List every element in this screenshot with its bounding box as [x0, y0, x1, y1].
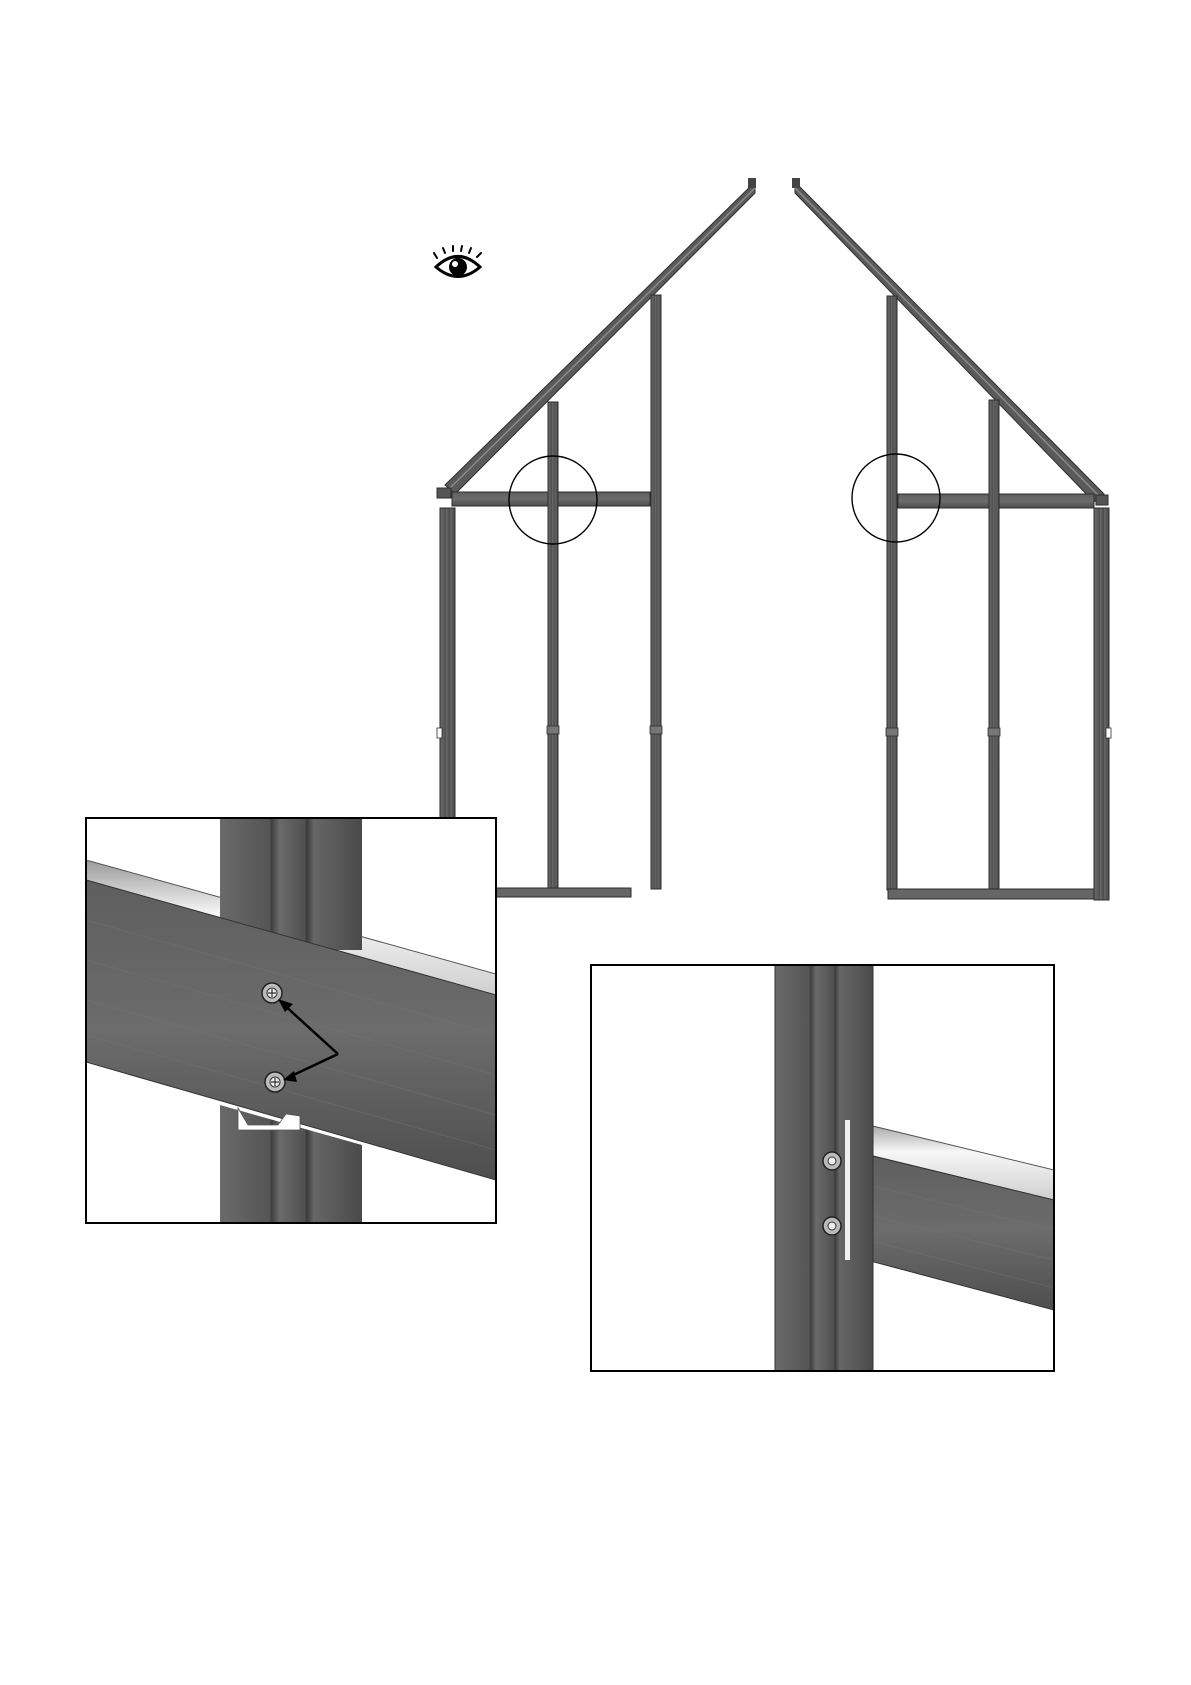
left-inner-post-1 [548, 402, 558, 889]
detail-right-joint [591, 965, 1054, 1371]
right-base-rail [888, 889, 1094, 899]
detail-left-joint [86, 818, 496, 1223]
screw-upper-right [823, 1152, 841, 1170]
right-inner-post-2 [989, 400, 999, 890]
gable-frame-left [437, 178, 756, 898]
right-outer-post [1094, 508, 1109, 900]
screw-lower-right [823, 1217, 841, 1235]
eye-icon [434, 246, 481, 277]
gable-frame-right [792, 178, 1111, 900]
screw-lower [265, 1072, 285, 1092]
post-right [775, 965, 873, 1371]
left-inner-post-2 [651, 295, 661, 889]
right-inner-post-1 [887, 296, 897, 890]
left-base-rail [495, 888, 631, 897]
